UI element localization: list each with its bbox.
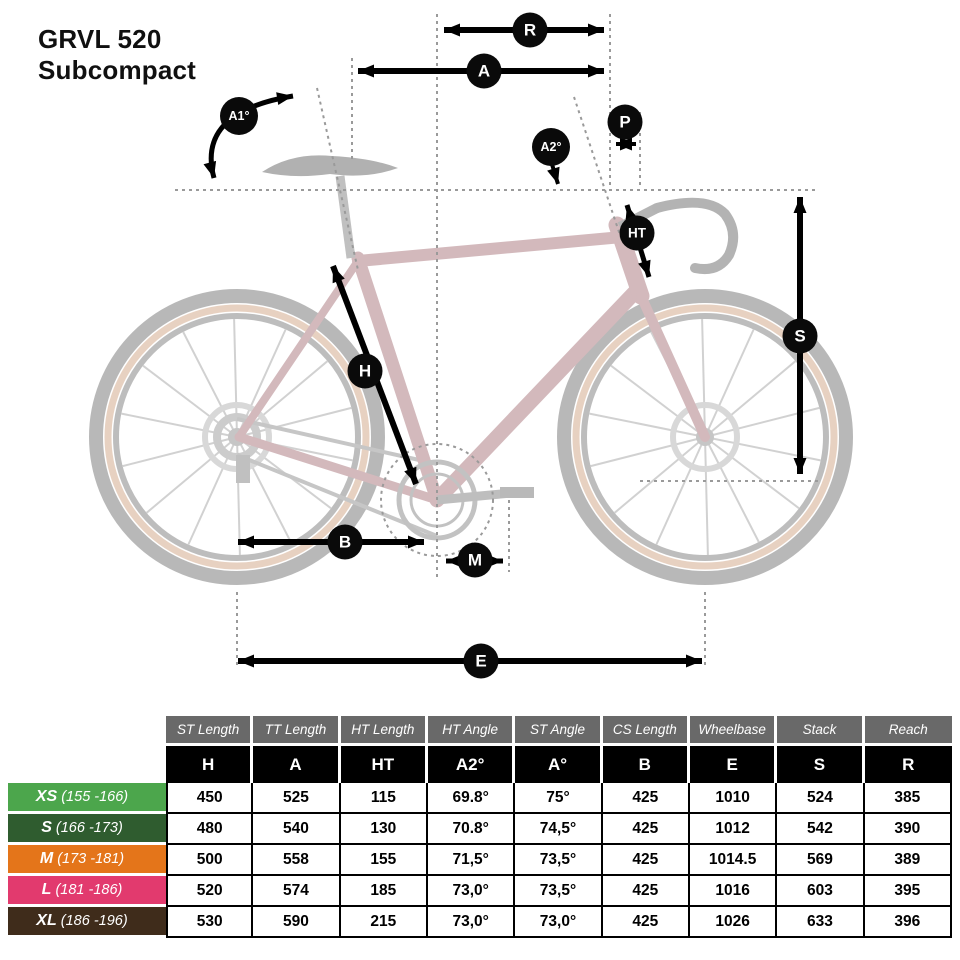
letter-header: H: [166, 746, 254, 783]
front-spokes: [589, 318, 821, 556]
saddle: [262, 155, 398, 177]
dim-badge-e: E: [463, 643, 499, 679]
value-cell: 530: [166, 907, 254, 938]
letter-header: HT: [340, 746, 428, 783]
letter-header: R: [864, 746, 952, 783]
value-cell: 73,0°: [427, 876, 516, 907]
size-label: S (166 -173): [8, 814, 166, 845]
dim-badge-p: P: [607, 104, 643, 140]
value-cell: 115: [340, 783, 428, 814]
value-cell: 1012: [689, 814, 778, 845]
value-cell: 1014.5: [689, 845, 778, 876]
dim-badge-m: M: [457, 542, 493, 578]
value-cell: 73,5°: [515, 876, 603, 907]
value-cell: 185: [340, 876, 428, 907]
value-cell: 71,5°: [427, 845, 516, 876]
title-line1: GRVL 520: [38, 24, 162, 54]
value-cell: 1026: [689, 907, 778, 938]
frame-tubes: [234, 216, 710, 508]
value-cell: 425: [602, 845, 690, 876]
guide-lines: [175, 14, 818, 668]
value-cell: 574: [253, 876, 341, 907]
column-header: Reach: [864, 716, 952, 746]
size-label: L (181 -186): [8, 876, 166, 907]
letter-header: A°: [515, 746, 603, 783]
dim-badge-b: B: [327, 524, 363, 560]
dim-badge-h: H: [347, 353, 383, 389]
value-cell: 1016: [689, 876, 778, 907]
letter-header: B: [602, 746, 690, 783]
value-cell: 73,0°: [515, 907, 603, 938]
dim-badge-s: S: [782, 318, 818, 354]
column-header: HT Angle: [427, 716, 516, 746]
dim-badge-r: R: [512, 12, 548, 48]
value-cell: 75°: [515, 783, 603, 814]
value-cell: 425: [602, 783, 690, 814]
value-cell: 74,5°: [515, 814, 603, 845]
size-label: M (173 -181): [8, 845, 166, 876]
table-corner: [8, 716, 166, 746]
value-cell: 633: [777, 907, 865, 938]
value-cell: 525: [253, 783, 341, 814]
value-cell: 155: [340, 845, 428, 876]
value-cell: 130: [340, 814, 428, 845]
column-header: TT Length: [253, 716, 341, 746]
letter-header: E: [689, 746, 778, 783]
value-cell: 425: [602, 907, 690, 938]
value-cell: 395: [864, 876, 952, 907]
value-cell: 1010: [689, 783, 778, 814]
value-cell: 425: [602, 814, 690, 845]
value-cell: 480: [166, 814, 254, 845]
column-header: CS Length: [602, 716, 690, 746]
column-header: HT Length: [340, 716, 428, 746]
value-cell: 215: [340, 907, 428, 938]
value-cell: 390: [864, 814, 952, 845]
value-cell: 389: [864, 845, 952, 876]
column-header: Wheelbase: [689, 716, 778, 746]
value-cell: 73,5°: [515, 845, 603, 876]
bike-geometry-svg: [89, 14, 853, 668]
value-cell: 70.8°: [427, 814, 516, 845]
dim-badge-a2: A2°: [532, 128, 570, 166]
column-header: ST Length: [166, 716, 254, 746]
value-cell: 385: [864, 783, 952, 814]
letter-header: A: [253, 746, 341, 783]
dim-badge-a1: A1°: [220, 97, 258, 135]
table-corner: [8, 746, 166, 783]
value-cell: 540: [253, 814, 341, 845]
size-label: XL (186 -196): [8, 907, 166, 938]
title-line2: Subcompact: [38, 55, 197, 86]
column-header: ST Angle: [515, 716, 603, 746]
dim-badge-a: A: [466, 53, 502, 89]
letter-header: A2°: [427, 746, 516, 783]
letter-header: S: [777, 746, 865, 783]
value-cell: 69.8°: [427, 783, 516, 814]
value-cell: 520: [166, 876, 254, 907]
value-cell: 569: [777, 845, 865, 876]
value-cell: 396: [864, 907, 952, 938]
bike-illustration: [89, 155, 853, 585]
value-cell: 450: [166, 783, 254, 814]
column-header: Stack: [777, 716, 865, 746]
value-cell: 500: [166, 845, 254, 876]
value-cell: 558: [253, 845, 341, 876]
geometry-diagram: R A A1° A2° P HT S H B M E: [89, 12, 853, 679]
size-label: XS (155 -166): [8, 783, 166, 814]
value-cell: 542: [777, 814, 865, 845]
handlebar: [652, 197, 739, 275]
page-title: GRVL 520 Subcompact: [38, 24, 196, 86]
value-cell: 524: [777, 783, 865, 814]
value-cell: 73,0°: [427, 907, 516, 938]
value-cell: 603: [777, 876, 865, 907]
value-cell: 425: [602, 876, 690, 907]
rear-spokes: [121, 318, 353, 556]
dim-badge-ht: HT: [619, 215, 655, 251]
value-cell: 590: [253, 907, 341, 938]
